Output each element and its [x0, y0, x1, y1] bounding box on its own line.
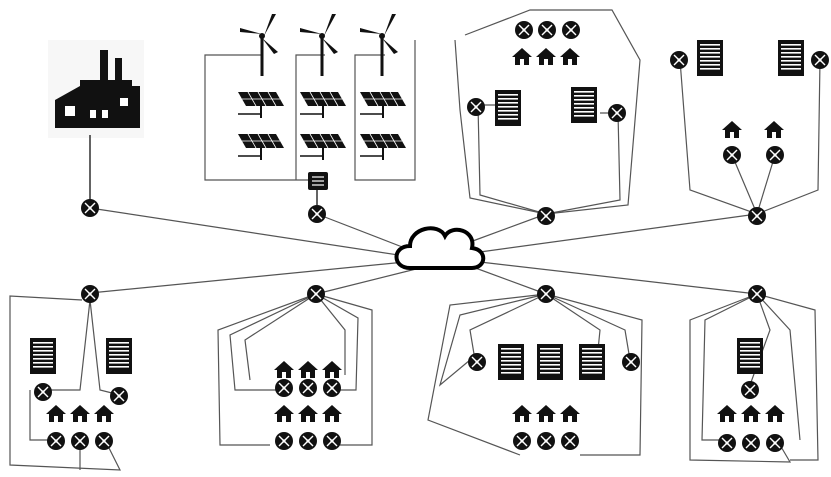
- office-building-icon: [778, 40, 804, 76]
- house-icon: [741, 405, 761, 422]
- switch-icon: [607, 103, 627, 123]
- house-icon: [512, 48, 532, 65]
- renewables-cluster: [204, 12, 416, 224]
- switch-icon: [298, 378, 318, 398]
- switch-icon: [621, 352, 641, 372]
- office-building-icon: [495, 90, 521, 126]
- renewables-switch-icon: [307, 204, 327, 224]
- house-icon: [765, 405, 785, 422]
- house-icon: [717, 405, 737, 422]
- house-icon: [560, 48, 580, 65]
- switch-icon: [94, 431, 114, 451]
- switch-icon: [514, 20, 534, 40]
- office-building-icon: [537, 344, 563, 380]
- district-a-cluster: [454, 9, 641, 226]
- wind-turbine-icon: [238, 12, 280, 78]
- house-icon: [94, 405, 114, 422]
- switch-icon: [722, 145, 742, 165]
- solar-panel-icon: [359, 133, 407, 161]
- office-building-icon: [30, 338, 56, 374]
- house-icon: [70, 405, 90, 422]
- cloud-icon: [394, 226, 486, 270]
- factory-switch-icon: [80, 198, 100, 218]
- house-icon: [512, 405, 532, 422]
- solar-panel-icon: [237, 133, 285, 161]
- solar-panel-icon: [299, 91, 347, 119]
- switch-icon: [109, 386, 129, 406]
- solar-panel-icon: [359, 91, 407, 119]
- district-c-switch-icon: [80, 284, 100, 304]
- switch-icon: [298, 431, 318, 451]
- house-icon: [274, 405, 294, 422]
- backbone-links: [89, 207, 758, 295]
- switch-icon: [561, 20, 581, 40]
- house-icon: [536, 48, 556, 65]
- switch-icon: [741, 433, 761, 453]
- switch-icon: [274, 378, 294, 398]
- district-e-cluster: [427, 284, 643, 456]
- switch-icon: [810, 50, 830, 70]
- house-icon: [46, 405, 66, 422]
- district-f-cluster: [689, 284, 819, 463]
- switch-icon: [467, 352, 487, 372]
- house-icon: [536, 405, 556, 422]
- office-building-icon: [697, 40, 723, 76]
- solar-panel-icon: [237, 91, 285, 119]
- switch-icon: [466, 97, 486, 117]
- factory-cluster: [48, 40, 144, 218]
- office-building-icon: [106, 338, 132, 374]
- switch-icon: [33, 382, 53, 402]
- house-icon: [722, 121, 742, 138]
- office-building-icon: [571, 87, 597, 123]
- office-building-icon: [579, 344, 605, 380]
- house-icon: [322, 405, 342, 422]
- district-f-switch-icon: [747, 284, 767, 304]
- wind-turbine-icon: [358, 12, 400, 78]
- switch-icon: [322, 378, 342, 398]
- switch-icon: [512, 431, 532, 451]
- house-icon: [560, 405, 580, 422]
- district-e-switch-icon: [536, 284, 556, 304]
- aggregator-icon: [308, 172, 328, 190]
- district-d-cluster: [217, 284, 373, 451]
- house-icon: [764, 121, 784, 138]
- switch-icon: [322, 431, 342, 451]
- district-c-cluster: [9, 284, 132, 471]
- switch-icon: [717, 433, 737, 453]
- office-building-icon: [737, 338, 763, 374]
- factory-icon: [55, 50, 140, 128]
- district-b-switch-icon: [747, 206, 767, 226]
- switch-icon: [740, 380, 760, 400]
- house-icon: [298, 405, 318, 422]
- switch-icon: [765, 145, 785, 165]
- office-building-icon: [498, 344, 524, 380]
- solar-panel-icon: [299, 133, 347, 161]
- district-a-switch-icon: [536, 206, 556, 226]
- switch-icon: [537, 20, 557, 40]
- district-b-cluster: [669, 40, 830, 226]
- switch-icon: [274, 431, 294, 451]
- district-d-switch-icon: [306, 284, 326, 304]
- switch-icon: [560, 431, 580, 451]
- switch-icon: [765, 433, 785, 453]
- switch-icon: [536, 431, 556, 451]
- house-icon: [298, 361, 318, 378]
- wind-turbine-icon: [298, 12, 340, 78]
- house-icon: [322, 361, 342, 378]
- switch-icon: [669, 50, 689, 70]
- switch-icon: [70, 431, 90, 451]
- house-icon: [274, 361, 294, 378]
- switch-icon: [46, 431, 66, 451]
